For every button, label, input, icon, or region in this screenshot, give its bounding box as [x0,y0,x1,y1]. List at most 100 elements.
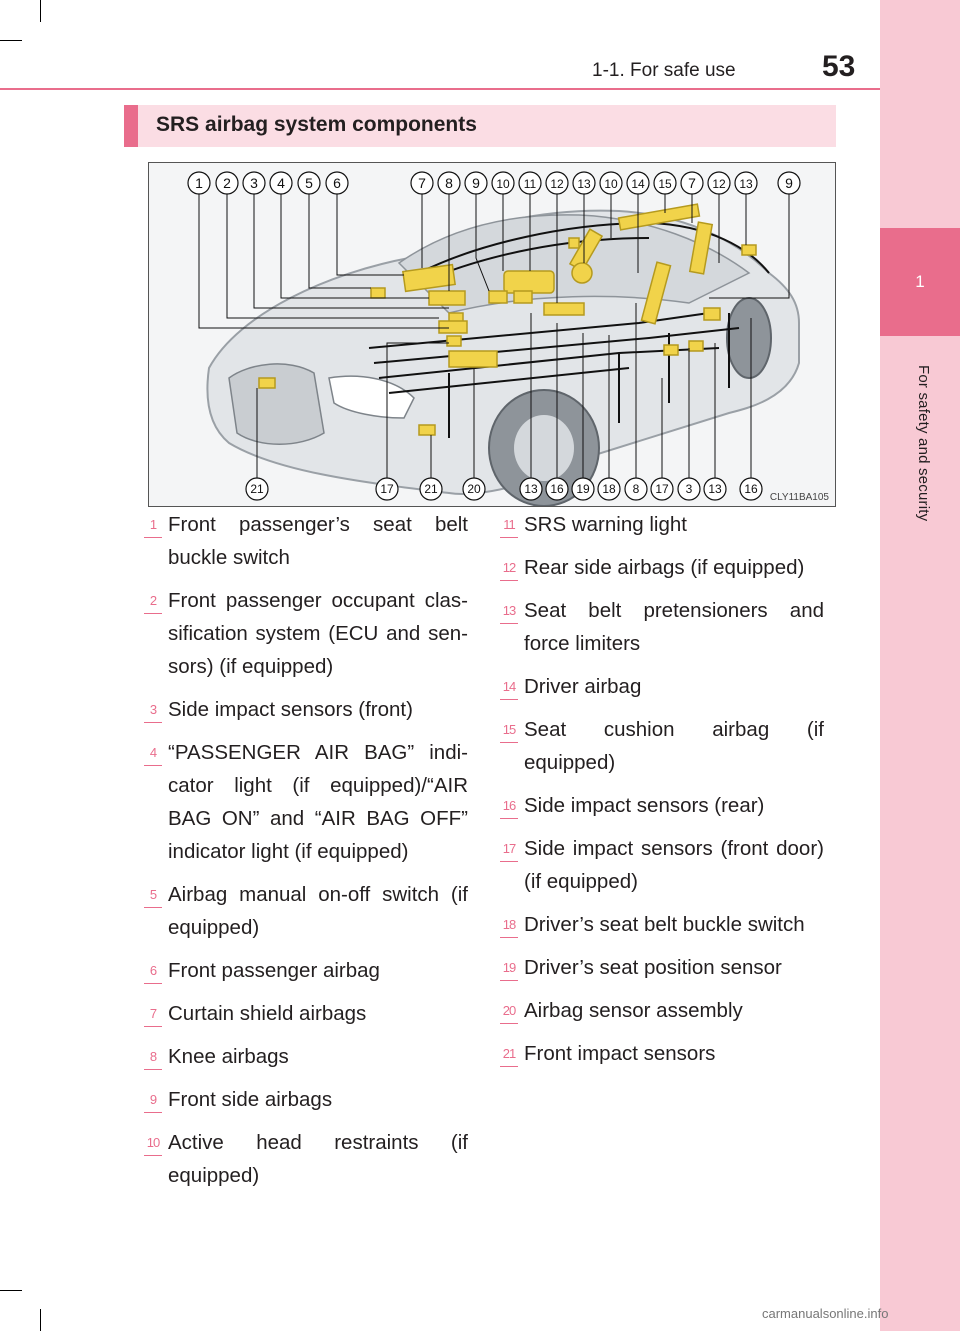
airbag-components [258,203,757,436]
callout-badge: 13 [572,171,596,195]
callout-badge: 4 [269,171,293,195]
item-number-badge: 3 [144,699,162,723]
callout-label: 10 [496,177,510,191]
item-number-badge: 7 [144,1003,162,1027]
leader-lines [198,194,790,329]
bottom-leader-lines [256,303,752,478]
chapter-number-tab[interactable]: 1 [880,228,960,336]
legend-item: 5 Airbag manual on-off switch (if equipp… [138,878,468,944]
callout-badge: 12 [545,171,569,195]
callout-badge: 19 [571,477,595,501]
top-callouts: 1 2 3 4 5 6 7 8 9 10 11 12 13 10 14 15 7… [187,171,801,195]
item-number-badge: 14 [500,676,518,700]
callout-label: 7 [418,175,426,191]
legend-text: Rear side airbags (if equipped) [524,556,805,579]
chapter-title: For safety and security [915,365,932,522]
callout-label: 17 [655,482,669,496]
callout-badge: 14 [626,171,650,195]
legend-item: 8 Knee airbags [138,1040,468,1073]
legend-text: Side impact sensors (front) [168,698,413,721]
callout-label: 3 [250,175,258,191]
legend-text: Knee airbags [168,1045,289,1068]
item-number-badge: 20 [500,1000,518,1024]
callout-label: 16 [550,482,564,496]
item-number-badge: 6 [144,960,162,984]
callout-badge: 8 [437,171,461,195]
callout-label: 9 [785,175,793,191]
legend-item: 9 Front side airbags [138,1083,468,1116]
legend-item: 18 Driver’s seat belt buckle switch [494,908,824,941]
legend-item: 7 Curtain shield airbags [138,997,468,1030]
legend-item: 20 Airbag sensor assembly [494,994,824,1027]
headlight [328,375,415,419]
callout-label: 8 [445,175,453,191]
legend-text: Side impact sensors (front door) (if equ… [524,837,824,893]
item-number-badge: 5 [144,884,162,908]
callout-badge: 7 [410,171,434,195]
callout-badge: 21 [419,477,443,501]
legend-item: 17 Side impact sensors (front door) (if … [494,832,824,898]
chapter-sidebar: 1 [880,0,960,1331]
callout-badge: 13 [519,477,543,501]
callout-badge: 2 [215,171,239,195]
callout-badge: 7 [680,171,704,195]
figure-code: CLY11BA105 [769,492,829,503]
front-wheel-rim [514,415,574,481]
legend-item: 19 Driver’s seat position sensor [494,951,824,984]
callout-badge: 20 [462,477,486,501]
callout-label: 21 [250,482,264,496]
legend-text: Curtain shield airbags [168,1002,367,1025]
callout-label: 20 [467,482,481,496]
crop-mark [40,1309,41,1331]
legend-text: Airbag manual on-off switch (if equipped… [168,883,468,939]
callout-badge: 9 [777,171,801,195]
callout-badge: 10 [491,171,515,195]
callout-label: 10 [604,177,618,191]
header-rule [0,88,880,90]
item-number-badge: 4 [144,742,162,766]
legend-text: “PASSENGER AIR BAG” indi-cator light (if… [168,741,468,863]
crop-mark [0,40,22,41]
callout-label: 5 [305,175,313,191]
item-number-badge: 16 [500,795,518,819]
callout-badge: 18 [597,477,621,501]
legend-text: Airbag sensor assembly [524,999,743,1022]
airbag-diagram: 1 2 3 4 5 6 7 8 9 10 11 12 13 10 14 15 7… [148,162,836,507]
callout-badge: 17 [375,477,399,501]
callout-label: 18 [602,482,616,496]
callout-badge: 9 [464,171,488,195]
running-header: 1-1. For safe use [592,60,736,81]
legend-text: SRS warning light [524,513,687,536]
callout-label: 2 [223,175,231,191]
crop-mark [40,0,41,22]
callout-label: 17 [380,482,394,496]
section-banner: SRS airbag system components [124,105,836,147]
item-number-badge: 2 [144,590,162,614]
page-number: 53 [822,50,856,83]
callout-label: 9 [472,175,480,191]
callout-label: 7 [688,175,696,191]
callout-badge: 5 [297,171,321,195]
legend-text: Front passenger occupant clas-sification… [168,589,468,678]
callout-label: 12 [712,177,726,191]
callout-label: 11 [524,177,537,191]
watermark: carmanualsonline.info [762,1306,889,1321]
legend-item: 10 Active head restraints (if equipped) [138,1126,468,1192]
callout-badge: 21 [245,477,269,501]
callout-badge: 1 [187,171,211,195]
callout-badge: 11 [518,171,542,195]
legend-item: 2 Front passenger occupant clas-sificati… [138,584,468,683]
callout-badge: 6 [325,171,349,195]
section-title: SRS airbag system components [156,113,477,136]
callout-label: 13 [708,482,722,496]
item-number-badge: 17 [500,838,518,862]
callout-label: 14 [631,177,645,191]
item-number-badge: 9 [144,1089,162,1113]
legend-text: Driver airbag [524,675,642,698]
item-number-badge: 1 [144,514,162,538]
callout-badge: 8 [624,477,648,501]
legend-text: Seat belt pretensioners and force limite… [524,599,824,655]
callout-badge: 13 [703,477,727,501]
callout-badge: 3 [677,477,701,501]
legend-item: 4 “PASSENGER AIR BAG” indi-cator light (… [138,736,468,868]
